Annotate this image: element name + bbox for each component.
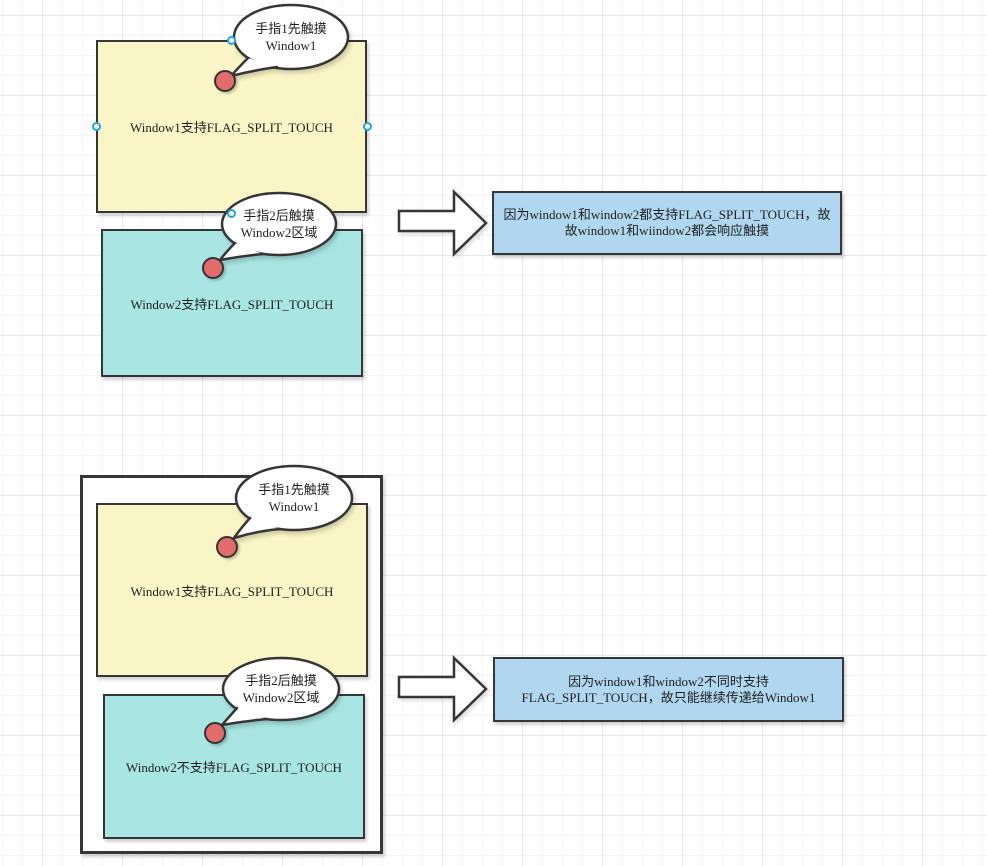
- callout-line: Window1: [268, 499, 320, 514]
- speech-bubble-icon: [220, 656, 341, 727]
- speech-bubble-icon: [218, 191, 338, 262]
- scenario2-window2-label: Window2不支持FLAG_SPLIT_TOUCH: [126, 760, 342, 775]
- selection-handle-bottom[interactable]: [227, 208, 236, 218]
- result-line: 因为window1和window2不同时支持: [568, 673, 769, 689]
- callout-line: Window2区域: [240, 225, 318, 240]
- selection-handle-right[interactable]: [362, 122, 372, 131]
- scenario1-touch-point-2[interactable]: [202, 257, 224, 279]
- selection-handle-left[interactable]: [91, 122, 101, 131]
- result-line: 因为window1和window2都支持FLAG_SPLIT_TOUCH，故: [503, 207, 831, 222]
- scenario2-touch-point-2[interactable]: [204, 722, 226, 744]
- right-arrow-icon: [397, 189, 488, 257]
- callout-line: 手指1先触摸: [255, 21, 327, 36]
- scenario1-window1-label: Window1支持FLAG_SPLIT_TOUCH: [130, 120, 333, 135]
- scenario2-finger1-callout[interactable]: 手指1先触摸 Window1: [210, 464, 375, 565]
- scenario2-finger2-callout[interactable]: 手指2后触摸 Window2区域: [205, 655, 365, 755]
- callout-line: Window1: [265, 38, 317, 53]
- callout-line: 手指1先触摸: [258, 482, 330, 497]
- scenario2-window1-label: Window1支持FLAG_SPLIT_TOUCH: [130, 583, 334, 599]
- scenario2-touch-point-1[interactable]: [216, 536, 238, 558]
- selection-handle-top[interactable]: [227, 35, 236, 45]
- speech-bubble-icon: [232, 464, 354, 540]
- scenario1-touch-point-1[interactable]: [214, 70, 236, 92]
- callout-line: Window2区域: [242, 690, 320, 705]
- scenario1-result-box[interactable]: 因为window1和window2都支持FLAG_SPLIT_TOUCH，故 故…: [492, 191, 842, 255]
- scenario2-flow-arrow[interactable]: [396, 654, 491, 726]
- scenario1-flow-arrow[interactable]: [396, 188, 491, 260]
- scenario2-result-box[interactable]: 因为window1和window2不同时支持 FLAG_SPLIT_TOUCH，…: [493, 657, 844, 722]
- callout-line: 手指2后触摸: [243, 208, 315, 223]
- scenario1-finger2-callout[interactable]: 手指2后触摸 Window2区域: [195, 190, 350, 290]
- right-arrow-icon: [397, 655, 488, 723]
- scenario1-window2-label: Window2支持FLAG_SPLIT_TOUCH: [130, 296, 334, 312]
- callout-line: 手指2后触摸: [245, 673, 317, 688]
- result-line: 故window1和wiindow2都会响应触摸: [564, 223, 770, 238]
- result-line: FLAG_SPLIT_TOUCH，故只能继续传递给Window1: [521, 689, 816, 705]
